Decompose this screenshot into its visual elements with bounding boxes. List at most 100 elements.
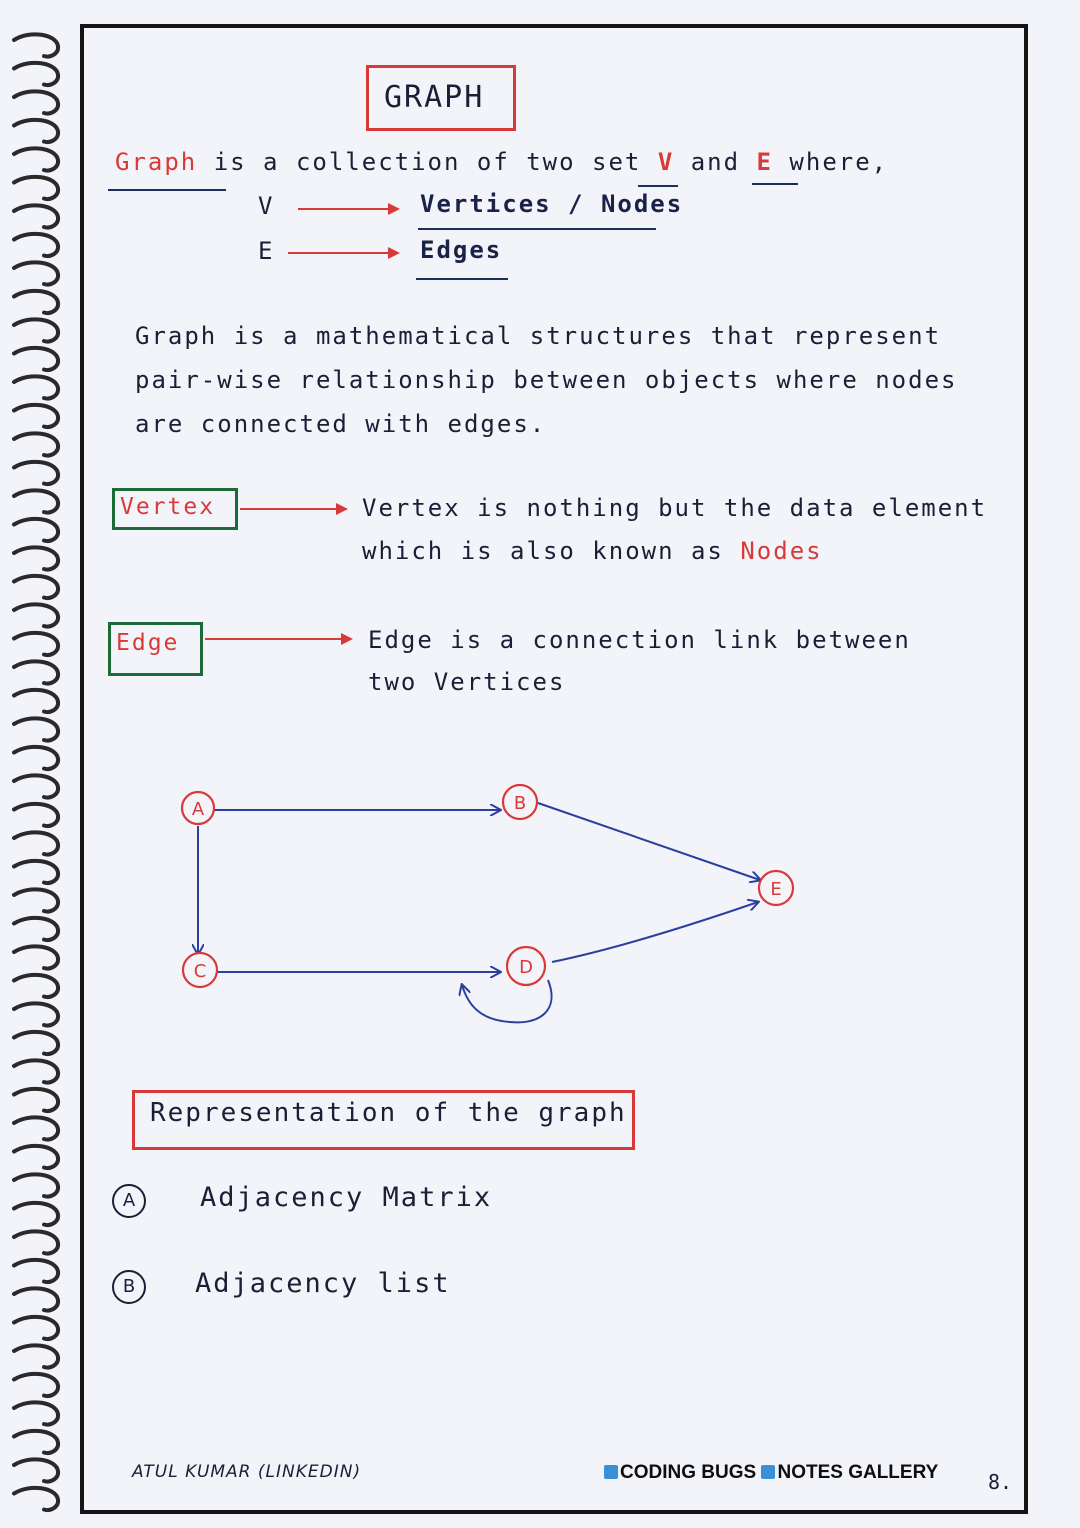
spiral-ring bbox=[12, 545, 61, 572]
paragraph-line-2: pair-wise relationship between objects w… bbox=[135, 366, 958, 394]
vertex-def-line-2: which is also known as Nodes bbox=[362, 537, 823, 565]
spiral-ring bbox=[12, 1457, 61, 1484]
v-label: V bbox=[258, 192, 275, 220]
vertex-term-box bbox=[112, 488, 238, 530]
representation-box bbox=[132, 1090, 635, 1150]
spiral-ring bbox=[12, 1172, 61, 1199]
spiral-ring bbox=[12, 516, 61, 543]
spiral-ring bbox=[12, 260, 61, 287]
telegram-icon bbox=[761, 1465, 776, 1479]
v-meaning: Vertices / Nodes bbox=[420, 190, 684, 218]
spiral-ring bbox=[12, 32, 61, 59]
spiral-ring bbox=[12, 1001, 61, 1028]
graph-underline bbox=[108, 189, 226, 191]
spiral-ring bbox=[12, 1314, 61, 1341]
e-set: E bbox=[756, 148, 773, 176]
where-text: where, bbox=[772, 148, 889, 176]
edge-term-box bbox=[108, 622, 203, 676]
e-label: E bbox=[258, 237, 275, 265]
spiral-ring bbox=[12, 459, 61, 486]
edge-term: Edge bbox=[116, 630, 180, 656]
spiral-ring bbox=[12, 630, 61, 657]
node-d-label: D bbox=[519, 957, 533, 978]
page-number: 8. bbox=[988, 1470, 1013, 1494]
spiral-ring bbox=[12, 488, 61, 515]
node-c-circle bbox=[181, 951, 219, 989]
spiral-ring bbox=[12, 944, 61, 971]
spiral-ring bbox=[12, 374, 61, 401]
v-meaning-underline bbox=[418, 228, 656, 230]
spiral-ring bbox=[12, 1143, 61, 1170]
spiral-ring bbox=[12, 1229, 61, 1256]
node-b-circle bbox=[501, 783, 539, 821]
spiral-ring bbox=[12, 174, 61, 201]
spiral-ring bbox=[12, 744, 61, 771]
spiral-ring bbox=[12, 431, 61, 458]
spiral-ring bbox=[12, 773, 61, 800]
edge-def-line-2: two Vertices bbox=[368, 668, 566, 696]
spiral-ring bbox=[12, 1400, 61, 1427]
spiral-ring bbox=[12, 146, 61, 173]
vertex-arrow bbox=[240, 503, 348, 515]
vertex-def-text: which is also known as bbox=[362, 537, 741, 565]
spiral-ring bbox=[12, 1058, 61, 1085]
edge-b-e bbox=[537, 802, 760, 880]
item-a-text: Adjacency Matrix bbox=[200, 1182, 493, 1213]
spiral-ring bbox=[12, 716, 61, 743]
spiral-ring bbox=[12, 1485, 61, 1512]
v-underline bbox=[638, 185, 678, 187]
watermark-notes-gallery: NOTES GALLERY bbox=[777, 1462, 939, 1483]
spiral-ring bbox=[12, 203, 61, 230]
v-set: V bbox=[657, 148, 675, 176]
paragraph-line-3: are connected with edges. bbox=[135, 410, 547, 438]
item-a-marker: A bbox=[112, 1184, 146, 1218]
spiral-ring bbox=[12, 1086, 61, 1113]
spiral-ring bbox=[12, 288, 61, 315]
spiral-ring bbox=[12, 89, 61, 116]
item-b-marker: B bbox=[112, 1270, 146, 1304]
e-arrow bbox=[288, 247, 400, 259]
definition-line: Graph is a collection of two set V and E… bbox=[115, 148, 888, 176]
spiral-ring bbox=[12, 602, 61, 629]
spiral-ring bbox=[12, 972, 61, 999]
item-b-text: Adjacency list bbox=[195, 1268, 451, 1299]
graph-word: Graph bbox=[115, 148, 198, 176]
spiral-ring bbox=[12, 1343, 61, 1370]
spiral-ring bbox=[12, 1115, 61, 1142]
spiral-ring bbox=[12, 573, 61, 600]
spiral-ring bbox=[12, 887, 61, 914]
and-text: and bbox=[674, 148, 757, 176]
spiral-ring bbox=[12, 1200, 61, 1227]
representation-heading: Representation of the graph bbox=[150, 1098, 627, 1128]
edge-d-e bbox=[551, 902, 758, 963]
spiral-ring bbox=[12, 60, 61, 87]
node-b-label: B bbox=[514, 793, 526, 814]
node-e-label: E bbox=[770, 879, 781, 900]
spiral-ring bbox=[12, 915, 61, 942]
spiral-ring bbox=[12, 345, 61, 372]
paragraph-line-1: Graph is a mathematical structures that … bbox=[135, 322, 942, 350]
vertex-term: Vertex bbox=[120, 494, 216, 520]
edge-d-d-loop bbox=[462, 979, 553, 1024]
spiral-ring bbox=[12, 801, 61, 828]
spiral-ring bbox=[12, 858, 61, 885]
definition-text: is a collection of two set bbox=[197, 148, 658, 176]
node-c-label: C bbox=[194, 961, 207, 982]
page-title: GRAPH bbox=[384, 80, 485, 115]
spiral-ring bbox=[12, 1029, 61, 1056]
author-credit: ATUL KUMAR (LINKEDIN) bbox=[132, 1462, 362, 1482]
spiral-ring bbox=[12, 659, 61, 686]
page-border bbox=[80, 24, 1028, 1514]
spiral-ring bbox=[12, 830, 61, 857]
spiral-ring bbox=[12, 1371, 61, 1398]
spiral-ring bbox=[12, 1428, 61, 1455]
edge-arrow bbox=[205, 633, 353, 645]
edge-def-line-1: Edge is a connection link between bbox=[368, 626, 911, 654]
spiral-ring bbox=[12, 1257, 61, 1284]
node-d-circle bbox=[505, 945, 547, 987]
node-a-circle bbox=[180, 790, 216, 826]
e-meaning-underline bbox=[416, 278, 508, 280]
spiral-ring bbox=[12, 687, 61, 714]
vertex-nodes-word: Nodes bbox=[740, 537, 823, 565]
